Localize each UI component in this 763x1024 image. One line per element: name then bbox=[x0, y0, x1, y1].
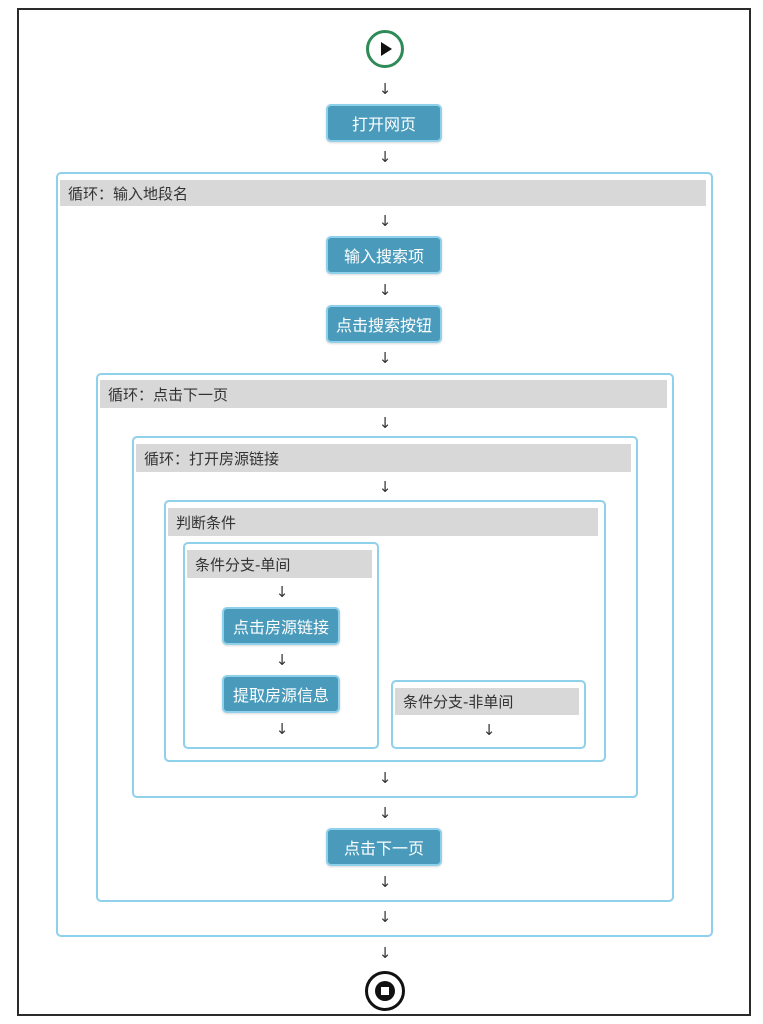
flow-arrow: ↓ bbox=[482, 721, 496, 739]
loop-enter-area-header: 循环：输入地段名 bbox=[60, 180, 706, 206]
stop-icon bbox=[375, 981, 395, 1001]
flow-arrow: ↓ bbox=[275, 651, 289, 669]
flow-arrow: ↓ bbox=[275, 720, 289, 738]
flow-arrow: ↓ bbox=[378, 281, 392, 299]
click-search-node[interactable]: 点击搜索按钮 bbox=[326, 305, 442, 343]
flow-arrow: ↓ bbox=[378, 804, 392, 822]
flow-arrow: ↓ bbox=[378, 944, 392, 962]
branch-single-container[interactable] bbox=[183, 542, 379, 749]
condition-container[interactable] bbox=[164, 500, 606, 762]
condition-header: 判断条件 bbox=[168, 508, 598, 536]
flow-arrow: ↓ bbox=[275, 583, 289, 601]
flow-arrow: ↓ bbox=[378, 478, 392, 496]
click-listing-link-node[interactable]: 点击房源链接 bbox=[222, 607, 340, 645]
flow-arrow: ↓ bbox=[378, 212, 392, 230]
click-next-page-node[interactable]: 点击下一页 bbox=[326, 828, 442, 866]
flow-arrow: ↓ bbox=[378, 148, 392, 166]
flow-arrow: ↓ bbox=[378, 908, 392, 926]
branch-not-single-header: 条件分支-非单间 bbox=[395, 688, 579, 715]
loop-next-page-header: 循环：点击下一页 bbox=[100, 380, 667, 408]
loop-next-page-container[interactable] bbox=[96, 373, 674, 902]
flow-arrow: ↓ bbox=[378, 414, 392, 432]
extract-listing-node[interactable]: 提取房源信息 bbox=[222, 675, 340, 713]
start-node[interactable] bbox=[366, 30, 404, 68]
loop-enter-area-container[interactable] bbox=[56, 172, 713, 937]
flow-arrow: ↓ bbox=[378, 769, 392, 787]
loop-open-listing-header: 循环：打开房源链接 bbox=[136, 444, 631, 472]
branch-single-header: 条件分支-单间 bbox=[187, 550, 372, 578]
play-icon bbox=[381, 42, 392, 56]
flow-arrow: ↓ bbox=[378, 80, 392, 98]
flow-arrow: ↓ bbox=[378, 873, 392, 891]
flow-arrow: ↓ bbox=[378, 349, 392, 367]
branch-not-single-container[interactable] bbox=[391, 680, 586, 749]
open-page-node[interactable]: 打开网页 bbox=[326, 104, 442, 142]
loop-open-listing-container[interactable] bbox=[132, 436, 638, 798]
end-node[interactable] bbox=[365, 971, 405, 1011]
enter-search-node[interactable]: 输入搜索项 bbox=[326, 236, 442, 274]
